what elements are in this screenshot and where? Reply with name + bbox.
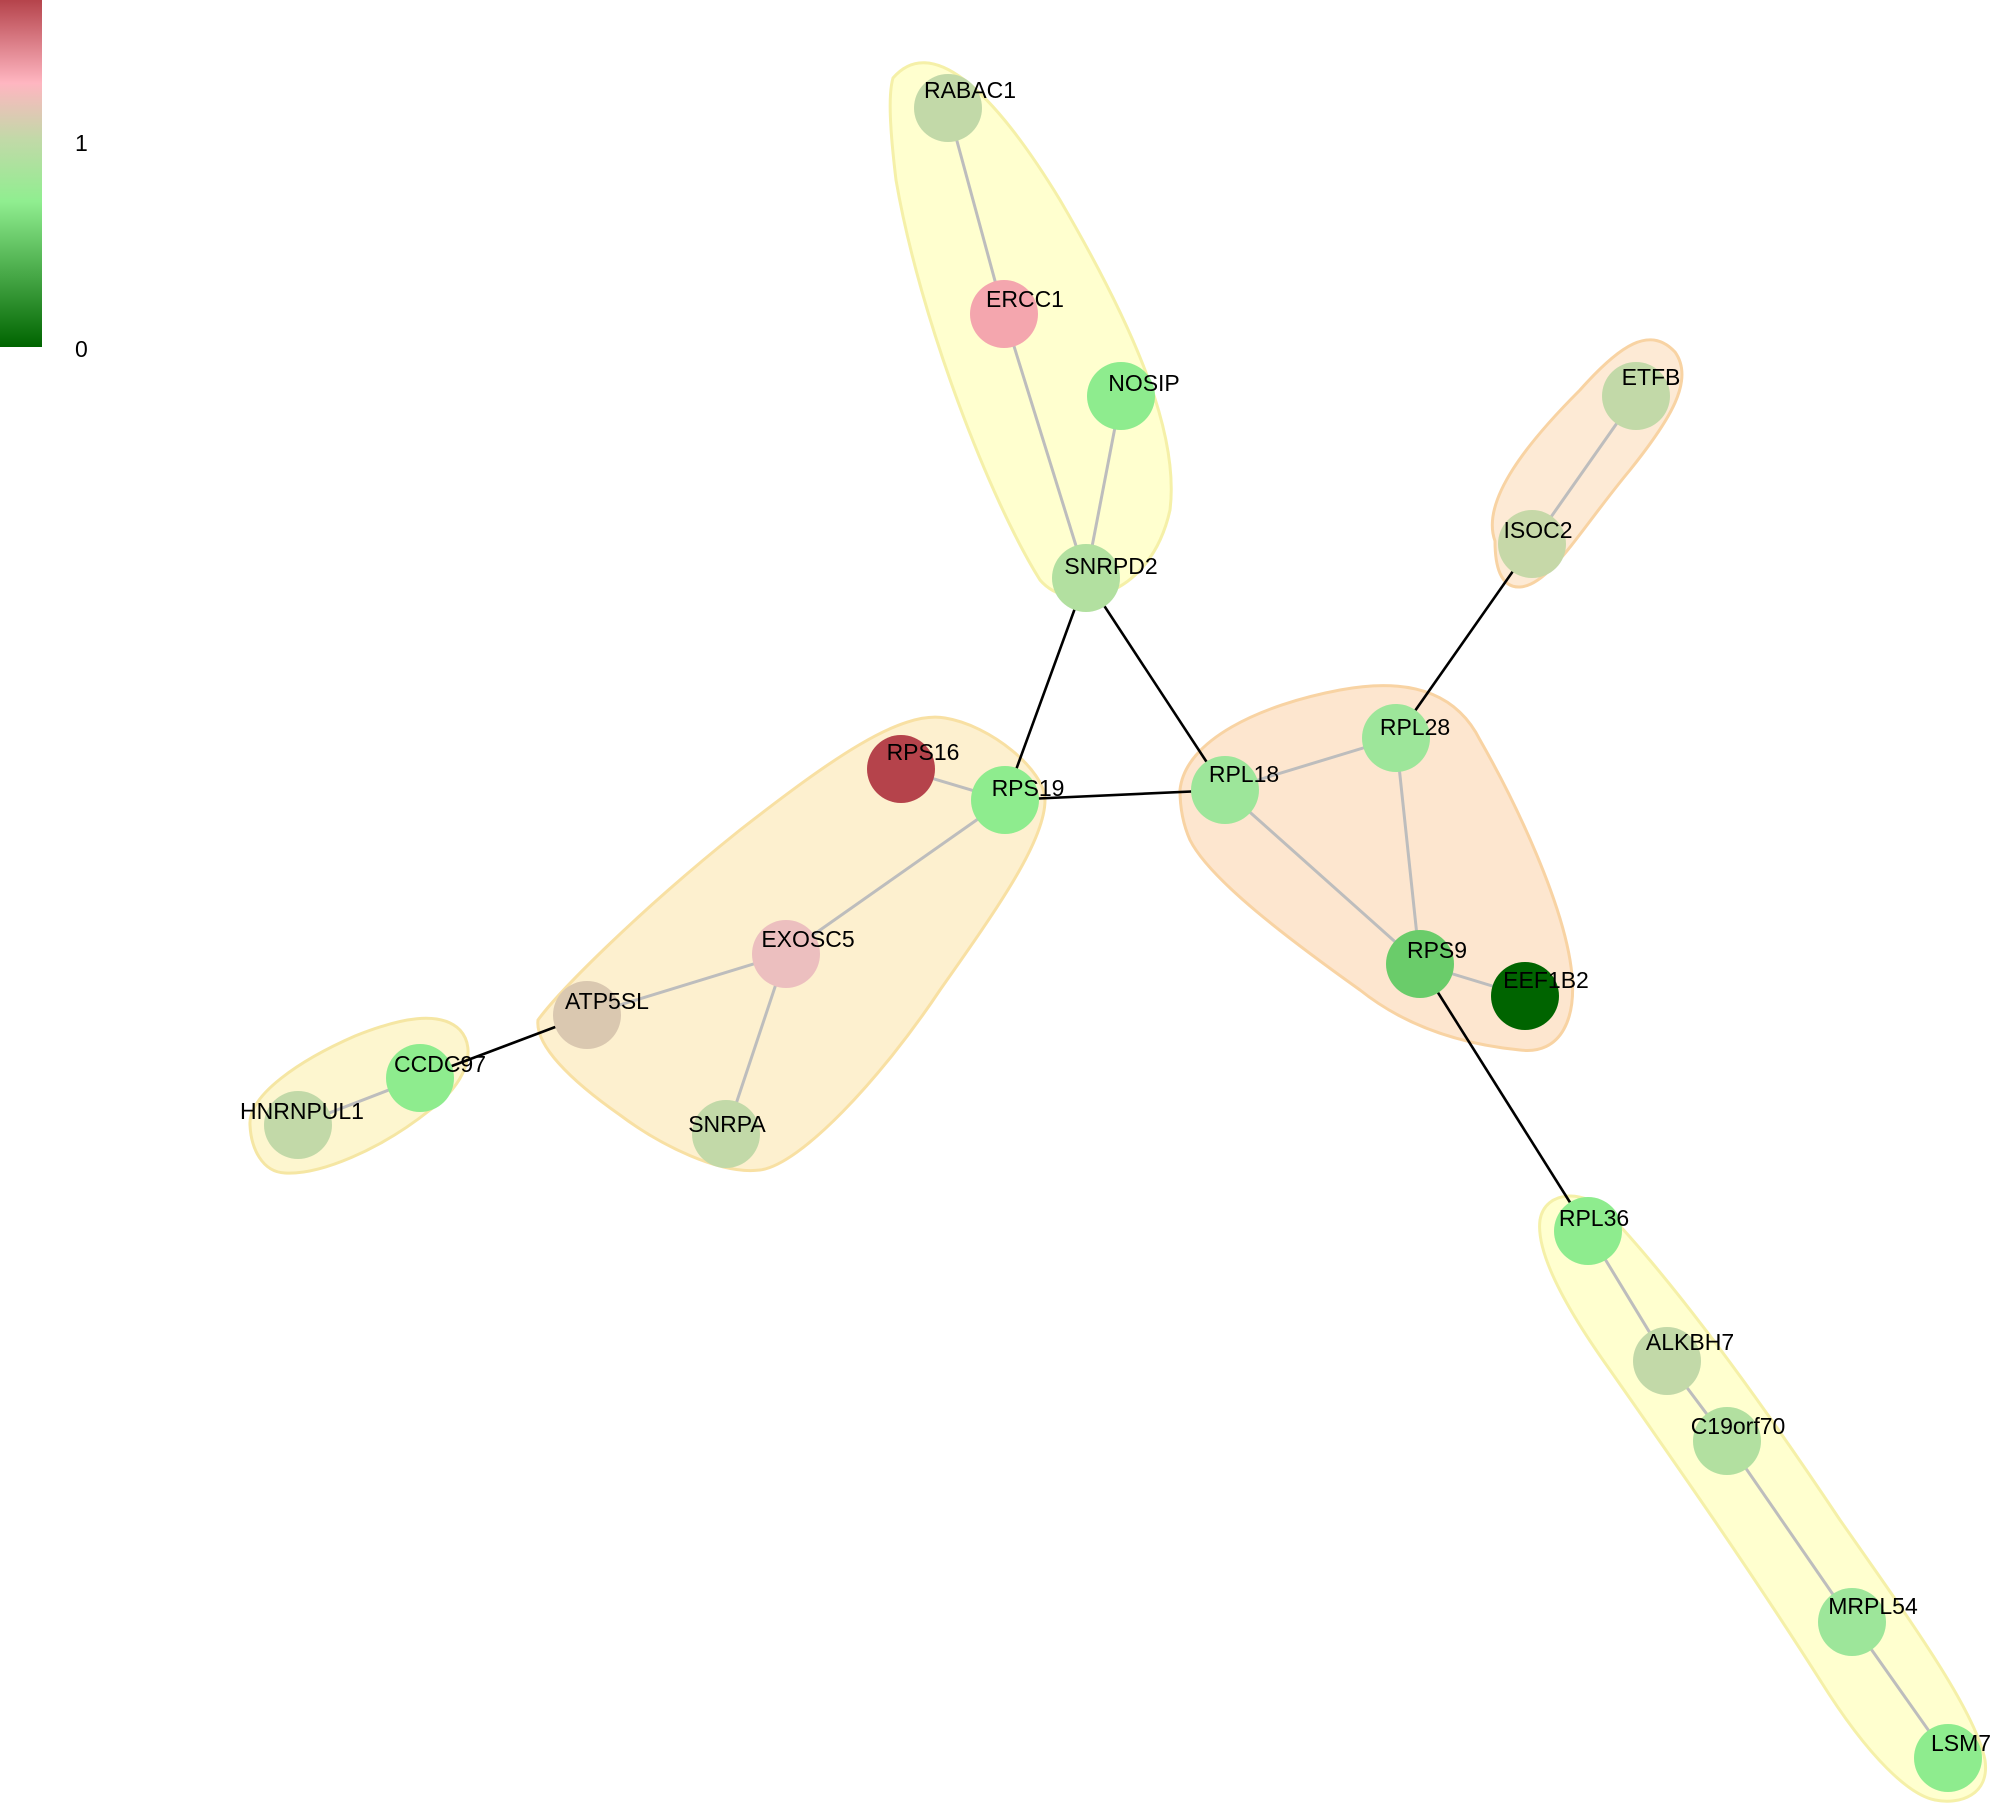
node-LSM7[interactable] [1914,1724,1982,1792]
node-label-RPL28: RPL28 [1380,714,1450,740]
edge-ISOC2-RPL28 [1394,543,1534,739]
edge-RPS19-EXOSC5 [785,798,1006,956]
node-label-RPS9: RPS9 [1407,937,1467,963]
node-label-ISOC2: ISOC2 [1503,517,1572,543]
node-RPL28[interactable] [1362,704,1430,772]
node-HNRNPUL1[interactable] [264,1091,332,1159]
edge-SNRPD2-RPL18 [1084,577,1227,791]
node-ISOC2[interactable] [1498,510,1566,578]
node-label-ATP5SL: ATP5SL [565,988,649,1014]
node-RPS19[interactable] [971,766,1039,834]
node-label-LSM7: LSM7 [1931,1730,1991,1756]
node-label-RPS16: RPS16 [887,739,960,765]
edge-RPL28-RPS9 [1394,737,1422,965]
node-EEF1B2[interactable] [1491,962,1559,1030]
node-label-RPL36: RPL36 [1559,1205,1629,1231]
node-label-ETFB: ETFB [1622,364,1681,390]
nodes [264,74,1982,1792]
node-ERCC1[interactable] [970,280,1038,348]
node-SNRPD2[interactable] [1052,544,1120,612]
edge-EXOSC5-ATP5SL [586,952,787,1017]
node-label-RABAC1: RABAC1 [924,77,1016,103]
color-legend: 0 1 [0,0,88,362]
edge-C19orf70-MRPL54 [1725,1440,1854,1623]
edge-RPS9-RPL36 [1418,963,1590,1232]
node-SNRPA[interactable] [692,1100,760,1168]
node-label-HNRNPUL1: HNRNPUL1 [240,1098,364,1124]
cluster-hulls [248,61,1987,1803]
node-label-NOSIP: NOSIP [1108,370,1180,396]
node-RPS9[interactable] [1386,930,1454,998]
legend-color-bar [0,0,42,347]
node-RPL36[interactable] [1554,1197,1622,1265]
node-RABAC1[interactable] [914,74,982,142]
edge-RABAC1-ERCC1 [946,107,1006,315]
legend-tick-one: 1 [75,130,88,156]
node-label-RPL18: RPL18 [1209,761,1279,787]
node-label-ALKBH7: ALKBH7 [1646,1329,1734,1355]
edge-RPL18-RPS9 [1224,788,1421,966]
cluster-hull-bottom-right [1538,1194,1987,1803]
node-label-EEF1B2: EEF1B2 [1503,967,1589,993]
node-NOSIP[interactable] [1087,362,1155,430]
node-label-EXOSC5: EXOSC5 [761,926,854,952]
legend-tick-zero: 0 [75,336,88,362]
node-label-C19orf70: C19orf70 [1691,1413,1786,1439]
node-label-SNRPA: SNRPA [688,1111,766,1137]
node-EXOSC5[interactable] [752,920,820,988]
edge-SNRPD2-RPS19 [1003,577,1088,801]
node-C19orf70[interactable] [1693,1407,1761,1475]
node-RPL18[interactable] [1191,756,1259,824]
node-label-MRPL54: MRPL54 [1828,1593,1918,1619]
node-label-RPS19: RPS19 [992,775,1065,801]
edge-ERCC1-SNRPD2 [1002,313,1088,579]
node-MRPL54[interactable] [1818,1588,1886,1656]
node-RPS16[interactable] [867,735,935,803]
node-ATP5SL[interactable] [553,981,621,1049]
cluster-hull-right-mid [1178,684,1575,1052]
node-label-ERCC1: ERCC1 [986,286,1064,312]
node-ETFB[interactable] [1602,362,1670,430]
node-label-SNRPD2: SNRPD2 [1064,553,1157,579]
node-CCDC97[interactable] [386,1044,454,1112]
edge-RPS19-RPL18 [1004,788,1226,802]
node-label-CCDC97: CCDC97 [394,1051,486,1077]
node-ALKBH7[interactable] [1633,1327,1701,1395]
